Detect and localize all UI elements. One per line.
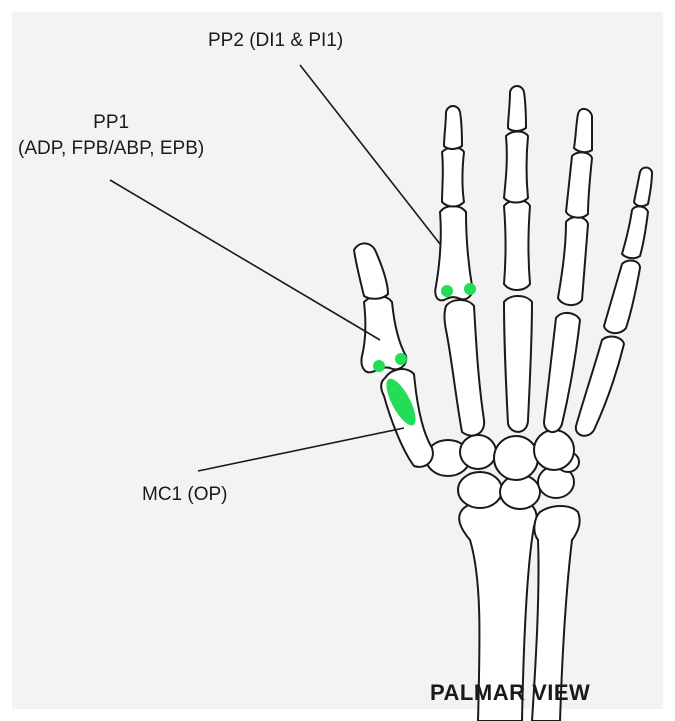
index-finger-bones	[435, 106, 484, 436]
view-title: PALMAR VIEW	[430, 680, 590, 706]
mp2-bone	[442, 148, 464, 207]
pp3-bone	[504, 200, 530, 290]
dp1-bone	[354, 243, 388, 298]
dp5-bone	[634, 168, 652, 207]
pp1-marker-right	[395, 353, 407, 365]
ring-finger-bones	[544, 109, 592, 432]
capitate-bone	[494, 436, 538, 480]
mc3-bone	[504, 296, 532, 432]
pp1-label: PP1 (ADP, FPB/ABP, EPB)	[18, 110, 204, 162]
mc2-bone	[445, 300, 485, 436]
trapezoid-bone	[460, 435, 496, 469]
mp5-bone	[622, 206, 648, 258]
pp2-label: PP2 (DI1 & PI1)	[208, 30, 343, 52]
dp2-bone	[444, 106, 462, 149]
pp1-label-line2: (ADP, FPB/ABP, EPB)	[18, 136, 204, 162]
pp2-marker-right	[464, 283, 476, 295]
mc1-leader-line	[198, 428, 404, 471]
pp1-marker-left	[373, 360, 385, 372]
mp3-bone	[504, 132, 528, 203]
dp3-bone	[508, 86, 526, 131]
middle-finger-bones	[504, 86, 532, 432]
pp4-bone	[558, 217, 588, 305]
pp5-bone	[604, 261, 640, 334]
carpal-bones	[426, 430, 579, 509]
pp1-leader-line	[110, 180, 380, 340]
pp1-label-line1: PP1	[18, 110, 204, 136]
mc5-bone	[576, 337, 624, 436]
mc4-bone	[544, 313, 580, 432]
scaphoid-bone	[458, 472, 502, 508]
mp4-bone	[566, 152, 592, 217]
mc1-label: MC1 (OP)	[142, 484, 228, 506]
dp4-bone	[574, 109, 592, 152]
thumb-bones	[354, 243, 433, 466]
pp2-leader-line	[300, 65, 440, 244]
pp2-marker-left	[441, 285, 453, 297]
hamate-bone	[534, 430, 574, 470]
